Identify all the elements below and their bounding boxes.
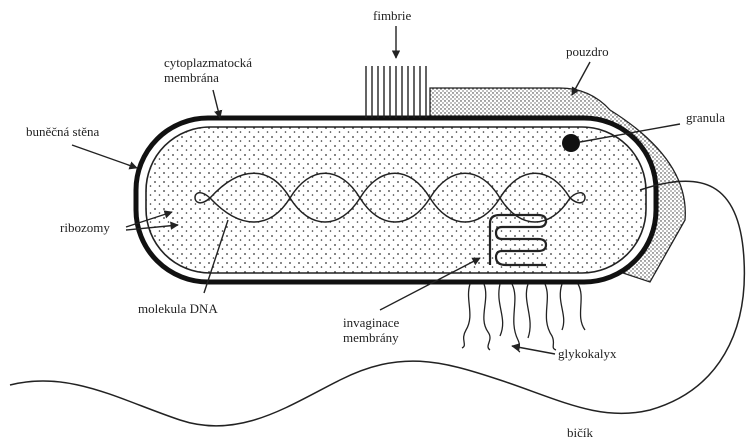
label-molekula-dna: molekula DNA bbox=[138, 301, 218, 316]
label-ribozomy: ribozomy bbox=[60, 220, 110, 235]
label-bunecna-stena: buněčná stěna bbox=[26, 124, 100, 139]
granule bbox=[562, 134, 580, 152]
label-pouzdro: pouzdro bbox=[566, 44, 609, 59]
label-fimbrie: fimbrie bbox=[373, 8, 411, 23]
glycocalyx-strands bbox=[462, 284, 585, 352]
label-glykokalyx: glykokalyx bbox=[558, 346, 617, 361]
label-invaginace-1: invaginace bbox=[343, 315, 400, 330]
fimbriae bbox=[366, 66, 426, 118]
label-invaginace-2: membrány bbox=[343, 330, 399, 345]
label-bicik: bičík bbox=[567, 425, 593, 440]
label-cytoplasmic-membrane-2: membrána bbox=[164, 70, 219, 85]
label-granula: granula bbox=[686, 110, 725, 125]
label-cytoplasmic-membrane-1: cytoplazmatocká bbox=[164, 55, 252, 70]
